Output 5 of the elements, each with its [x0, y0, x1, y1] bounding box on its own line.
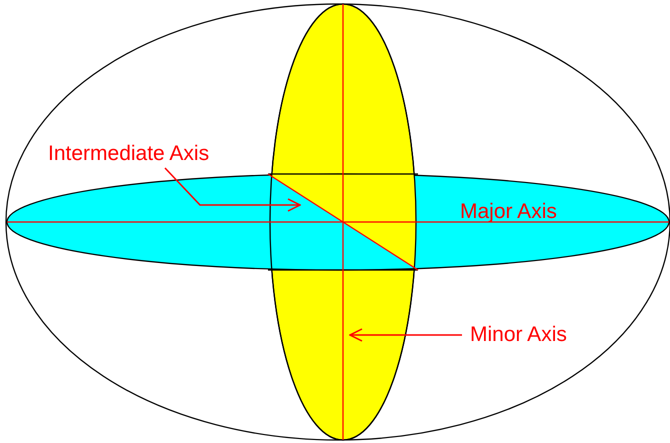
axis-label: Intermediate Axis — [48, 142, 210, 166]
axis-label: Minor Axis — [470, 323, 567, 347]
leader-line — [349, 328, 462, 342]
leader-line — [164, 167, 301, 212]
axis-label: Major Axis — [460, 200, 557, 224]
